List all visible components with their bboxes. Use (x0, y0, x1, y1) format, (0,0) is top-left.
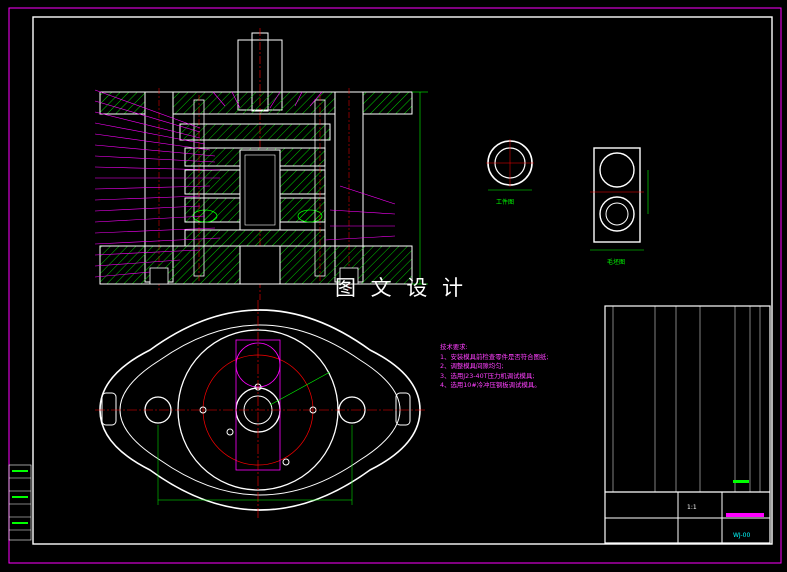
drawing-scale: 1:1 (687, 504, 697, 511)
technical-notes: 技术要求: 1、安装模具前检查零件是否符合图纸; 2、调整模具间隙均匀; 3、选… (440, 343, 548, 391)
blank-view (590, 147, 649, 251)
tech-notes-title: 技术要求: (440, 343, 468, 351)
workpiece-view (486, 139, 534, 191)
sheet-frame (8, 7, 782, 564)
die-plan-view (95, 300, 425, 520)
tech-note-1: 1、安装模具前检查零件是否符合图纸; (440, 352, 549, 361)
drawing-number: WJ-00 (733, 532, 751, 539)
title-block (604, 305, 771, 544)
leader-lines (94, 89, 396, 278)
tech-note-4: 4、选用10#冷冲压钢板调试模具。 (440, 381, 541, 389)
die-front-section (99, 28, 428, 300)
tech-note-2: 2、调整模具间隙均匀; (440, 362, 504, 370)
tech-note-3: 3、选用J23-40T压力机调试模具; (440, 371, 535, 380)
workpiece-label: 工件图 (496, 199, 515, 206)
watermark: 图 文 设 计 (335, 276, 468, 300)
blank-label: 毛坯图 (607, 259, 626, 266)
